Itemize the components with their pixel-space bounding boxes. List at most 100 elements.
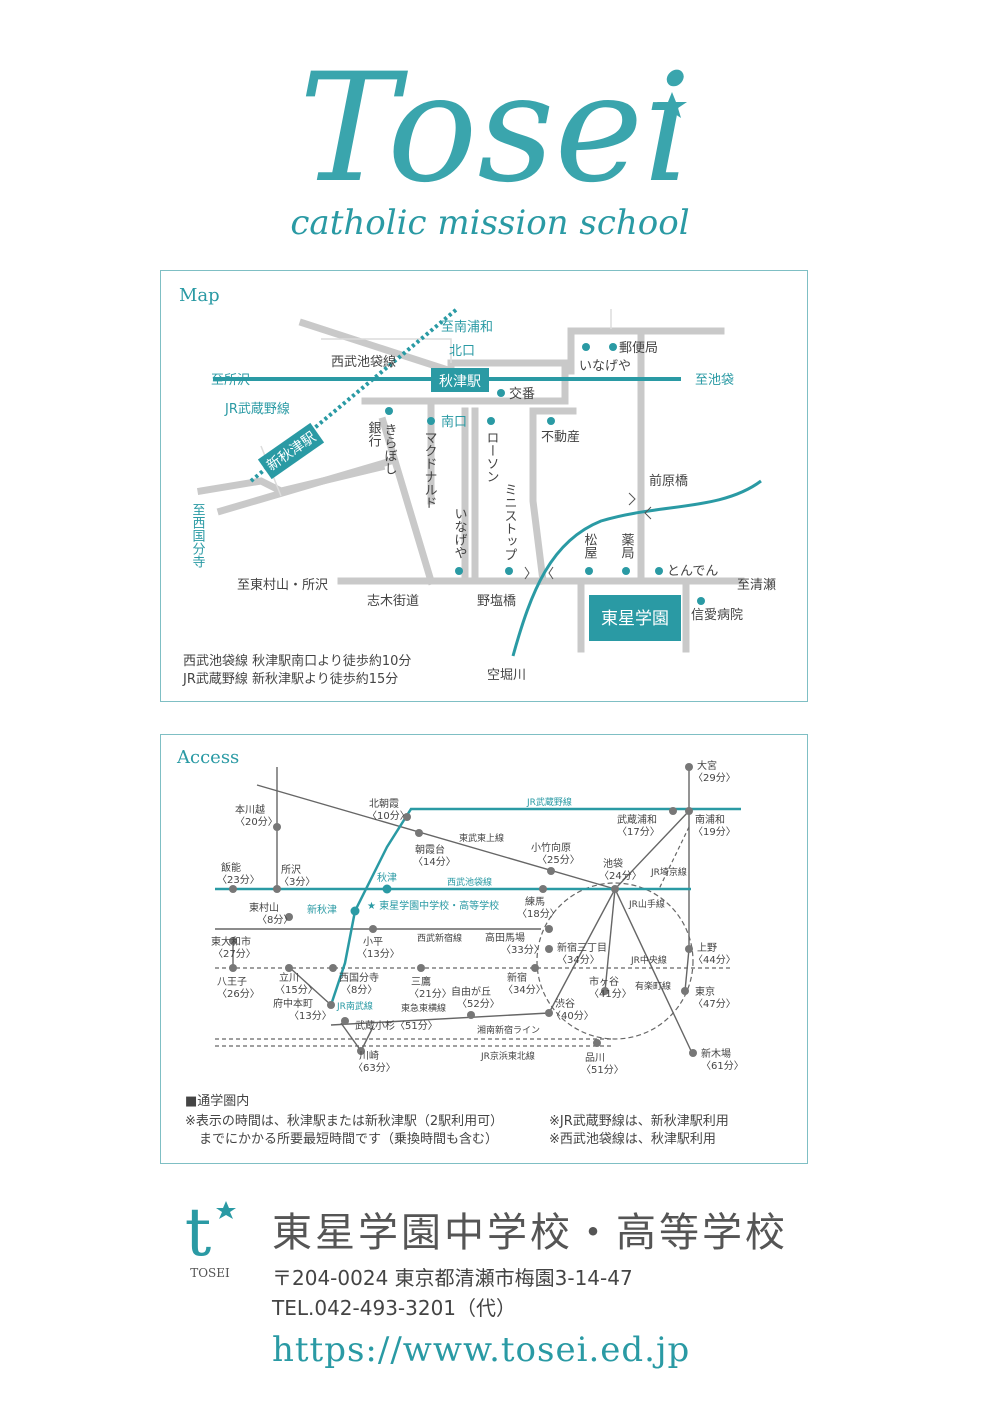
st-hachioji: 八王子 [217, 976, 247, 988]
st-shibuya: 渋谷 [555, 997, 575, 1010]
footer-tel: TEL.042-493-3201（代） [272, 1296, 517, 1320]
station-dot [685, 763, 693, 771]
label-mcdonalds: マクドナルド [422, 431, 437, 509]
st-omiya-t: 〈29分〉 [693, 772, 736, 784]
label-inageya-top: いなげや [579, 359, 631, 374]
station-dot [229, 885, 237, 893]
st-takadanobaba: 高田馬場 [485, 931, 525, 944]
jr-saikyo-branch [614, 810, 690, 890]
logo-text: Tosei [299, 42, 691, 216]
map-note-2: JR武蔵野線 新秋津駅より徒歩約15分 [182, 671, 398, 687]
label-shinai-hospital: 信愛病院 [691, 608, 743, 623]
akitsu-station-box [431, 368, 489, 392]
access-panel: Access [160, 734, 808, 1164]
label-jr-musashino: JR武蔵野線 [224, 401, 290, 417]
yurakucho-line [614, 888, 694, 1056]
station-dot [547, 867, 555, 875]
line-seibu-shinjuku: 西武新宿線 [417, 932, 462, 944]
line-jr-musashino: JR武蔵野線 [526, 796, 572, 808]
line-jr-saikyo: JR埼京線 [650, 866, 687, 878]
station-dot [531, 964, 539, 972]
tosei-footer-logo: t TOSEI [185, 1195, 236, 1280]
st-tokyo-t: 〈47分〉 [693, 998, 736, 1010]
st-higashiyamato-t: 〈27分〉 [213, 948, 256, 960]
st-mitaka: 三鷹 [411, 975, 431, 988]
label-to-higashimurayama: 至東村山・所沢 [237, 577, 328, 593]
st-jiyugaoka-t: 〈52分〉 [457, 998, 500, 1010]
label-bank: 銀行 [366, 421, 382, 448]
poi-dot [697, 597, 705, 605]
label-lawson: ローソン [484, 431, 499, 483]
st-asakadai: 朝霞台 [415, 843, 445, 856]
shin-akitsu-station: 新秋津駅 [257, 422, 325, 480]
station-dot [273, 885, 281, 893]
minor-road [321, 338, 452, 363]
area-map: Map [179, 285, 776, 687]
tobu-tojo-line [256, 784, 616, 890]
station-dot [601, 987, 609, 995]
line-jr-keihin: JR京浜東北線 [480, 1050, 535, 1062]
st-omiya: 大宮 [697, 759, 717, 772]
st-shinjuku3: 新宿三丁目 [557, 941, 607, 954]
st-takadanobaba-t: 〈33分〉 [501, 944, 544, 956]
map-title: Map [179, 285, 220, 306]
road [298, 318, 456, 376]
st-kawasaki-t: 〈63分〉 [353, 1062, 396, 1074]
poi-dot [505, 567, 513, 575]
label-inageya-bottom: いなげや [452, 507, 468, 559]
station-dot [545, 1009, 553, 1017]
station-dot [229, 964, 237, 972]
station-dot [689, 1049, 697, 1057]
access-note-2a: までにかかる所要最短時間です（乗換時間も含む） [199, 1131, 498, 1147]
st-shinjuku-t: 〈34分〉 [503, 984, 546, 996]
st-minamiurawa-t: 〈19分〉 [693, 826, 736, 838]
label-maehara-bridge: 前原橋 [649, 473, 688, 489]
st-kitaasaka: 北朝霞 [369, 798, 399, 810]
label-kirabosi: きらぼし [382, 423, 397, 475]
st-tokorozawa: 所沢 [281, 863, 301, 876]
station-dot [593, 1039, 601, 1047]
st-kitaasaka-t: 〈10分〉 [367, 810, 410, 822]
footer-url-link[interactable]: https://www.tosei.ed.jp [272, 1330, 691, 1370]
st-ikebukuro: 池袋 [603, 857, 623, 870]
st-asakadai-t: 〈14分〉 [413, 856, 456, 868]
roads [196, 318, 745, 653]
st-school: ★ 東星学園中学校・高等学校 [367, 899, 499, 912]
st-ueno-t: 〈44分〉 [693, 954, 736, 966]
st-musashiurawa: 武蔵浦和 [617, 813, 657, 826]
st-nerima-t: 〈18分〉 [517, 908, 560, 920]
label-to-minami-urawa: 至南浦和 [441, 319, 493, 335]
st-kotakemukaihara-t: 〈25分〉 [537, 854, 580, 866]
akitsu-station-label: 秋津駅 [439, 374, 481, 390]
poi-dot [427, 417, 435, 425]
label-real-estate: 不動産 [541, 429, 580, 445]
road [196, 462, 386, 496]
st-kotakemukaihara: 小竹向原 [531, 841, 571, 854]
station-dot [685, 945, 693, 953]
station-dot [273, 823, 281, 831]
st-hanno-t: 〈23分〉 [217, 874, 260, 886]
label-kitaguchi: 北口 [449, 344, 475, 359]
label-to-tokorozawa: 至所沢 [211, 373, 250, 388]
karabori-river [511, 479, 762, 657]
line-tokyu-toyoko: 東急東横線 [401, 1002, 446, 1014]
tokyo-connector [684, 948, 690, 992]
label-pharmacy: 薬局 [619, 533, 635, 559]
line-seibu-ikebukuro: 西武池袋線 [447, 876, 492, 888]
st-hanno: 飯能 [221, 861, 241, 874]
label-matsuya: 松屋 [582, 533, 598, 560]
station-dot [685, 807, 693, 815]
station-dot [341, 1017, 349, 1025]
access-title: Access [176, 747, 239, 768]
st-fuchuhonmachi: 府中本町 [273, 997, 313, 1010]
yamanote-connector [548, 888, 616, 1014]
footer-mark-letter: t [185, 1195, 212, 1271]
poi-dot [582, 343, 590, 351]
poi-dot [385, 407, 393, 415]
noshio-bridge-icon [524, 566, 554, 580]
jr-musashino-line-access [329, 807, 741, 1006]
access-note-1b: ※JR武蔵野線は、新秋津駅利用 [549, 1113, 729, 1129]
star-icon [216, 1201, 236, 1219]
station-dot [357, 1047, 365, 1055]
label-tonden: とんでん [667, 564, 718, 579]
